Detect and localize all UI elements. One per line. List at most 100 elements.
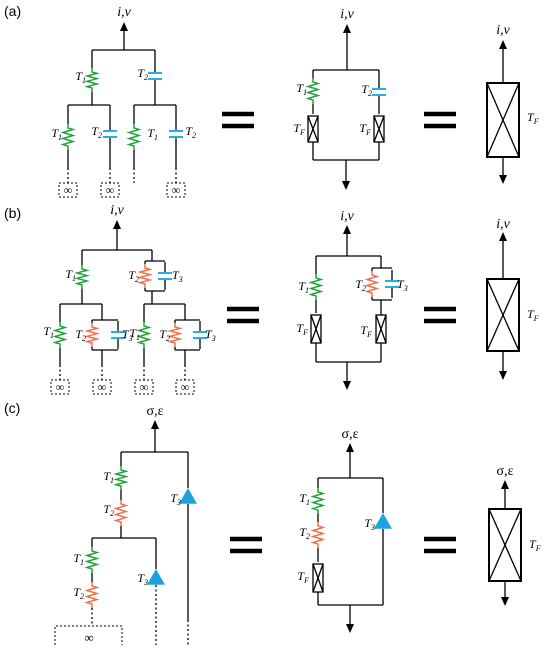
arrow-down-icon <box>499 371 507 380</box>
label-tf: TF <box>527 307 539 323</box>
spring-t1 <box>305 78 321 104</box>
label-tf: TF <box>527 110 539 126</box>
infinity-box <box>54 625 123 645</box>
label-t2: T2 <box>159 327 170 343</box>
spring-t1 <box>113 466 129 490</box>
infinity-symbol: ∞ <box>64 183 73 197</box>
spring-t2 <box>167 323 183 347</box>
arrow-down-icon <box>499 175 507 184</box>
panel-label-c: (c) <box>4 400 20 416</box>
fractional-element-diagonal <box>312 563 324 593</box>
infinity-box <box>92 379 112 395</box>
label-t2: T2 <box>299 525 310 541</box>
spring-t1 <box>52 322 68 348</box>
triangle-element-icon <box>374 513 392 529</box>
arrow-up-icon <box>151 420 159 429</box>
label-t1: T1 <box>65 267 76 283</box>
infinity-symbol: ∞ <box>106 183 115 197</box>
spring-t2 <box>137 264 153 288</box>
fractional-element-diagonal <box>375 314 387 344</box>
arrow-up-icon <box>346 443 354 452</box>
triangle-element-icon <box>179 488 197 504</box>
label-t3: T3 <box>172 268 183 284</box>
label-tf: TF <box>296 321 308 337</box>
fractional-element-large-diagonal <box>488 508 522 582</box>
arrow-up-icon <box>499 232 507 241</box>
arrow-up-icon <box>499 40 507 49</box>
label-t3: T3 <box>122 327 133 343</box>
fractional-element-diagonal <box>307 115 319 143</box>
label-tf: TF <box>360 323 372 339</box>
infinity-symbol: ∞ <box>181 380 190 394</box>
label-t3: T3 <box>170 491 181 507</box>
label-t1: T1 <box>51 126 62 142</box>
io-label: σ,ε <box>497 464 514 479</box>
label-t3: T3 <box>364 516 375 532</box>
infinity-box <box>100 182 120 198</box>
io-label: i,v <box>117 5 131 20</box>
infinity-symbol: ∞ <box>84 630 93 645</box>
fractional-element-diagonal <box>373 115 385 143</box>
label-t1: T1 <box>73 551 84 567</box>
arrow-up-icon <box>113 220 121 229</box>
panel-label-b: (b) <box>4 205 21 221</box>
spring-t2 <box>84 582 100 608</box>
label-t1: T1 <box>296 81 307 97</box>
label-t2: T2 <box>128 268 139 284</box>
arrow-up-icon <box>343 225 351 234</box>
infinity-symbol: ∞ <box>56 380 65 394</box>
spring-t1 <box>126 124 142 150</box>
io-label: i,v <box>496 217 510 232</box>
io-label: σ,ε <box>147 404 164 419</box>
fractional-element-large-diagonal <box>486 278 520 352</box>
fractional-element-diagonal <box>310 314 322 344</box>
label-t1: T1 <box>43 324 54 340</box>
label-t2: T2 <box>137 66 148 82</box>
label-t1: T1 <box>103 469 114 485</box>
spring-t1 <box>84 68 100 92</box>
infinity-box <box>134 379 154 395</box>
label-t2: T2 <box>103 502 114 518</box>
spring-t1 <box>84 547 100 573</box>
io-label: i,v <box>496 23 510 38</box>
spring-t2 <box>364 271 380 297</box>
spring-t1 <box>310 488 326 514</box>
fractional-element-large-diagonal <box>486 82 520 158</box>
arrow-down-icon <box>501 597 509 606</box>
label-t1: T1 <box>147 126 158 142</box>
label-t2: T2 <box>75 327 86 343</box>
label-t3: T3 <box>137 571 148 587</box>
arrow-down-icon <box>346 624 354 633</box>
infinity-box <box>166 182 186 198</box>
spring-t1 <box>136 322 152 348</box>
label-t2: T2 <box>73 585 84 601</box>
label-t1: T1 <box>299 491 310 507</box>
arrow-down-icon <box>342 181 350 190</box>
label-t1: T1 <box>298 279 309 295</box>
components <box>50 22 522 645</box>
triangle-element-icon <box>147 569 165 585</box>
io-label: i,v <box>340 7 354 22</box>
infinity-symbol: ∞ <box>140 380 149 394</box>
spring-t1 <box>308 274 324 300</box>
label-tf: TF <box>293 121 305 137</box>
io-label: i,v <box>340 209 354 224</box>
spring-t2 <box>113 500 129 526</box>
label-tf: TF <box>359 121 371 137</box>
label-t2: T2 <box>355 277 366 293</box>
label-t2: T2 <box>361 82 372 98</box>
infinity-box <box>58 182 78 198</box>
infinity-symbol: ∞ <box>172 183 181 197</box>
label-tf: TF <box>297 569 309 585</box>
spring-t2 <box>310 522 326 548</box>
label-tf: TF <box>529 537 541 553</box>
io-label: i,v <box>110 203 124 218</box>
arrow-down-icon <box>343 381 351 390</box>
spring-t2 <box>84 323 100 347</box>
arrow-up-icon <box>501 480 509 489</box>
infinity-box <box>50 379 70 395</box>
spring-t1 <box>74 265 90 289</box>
label-t3: T3 <box>397 277 408 293</box>
